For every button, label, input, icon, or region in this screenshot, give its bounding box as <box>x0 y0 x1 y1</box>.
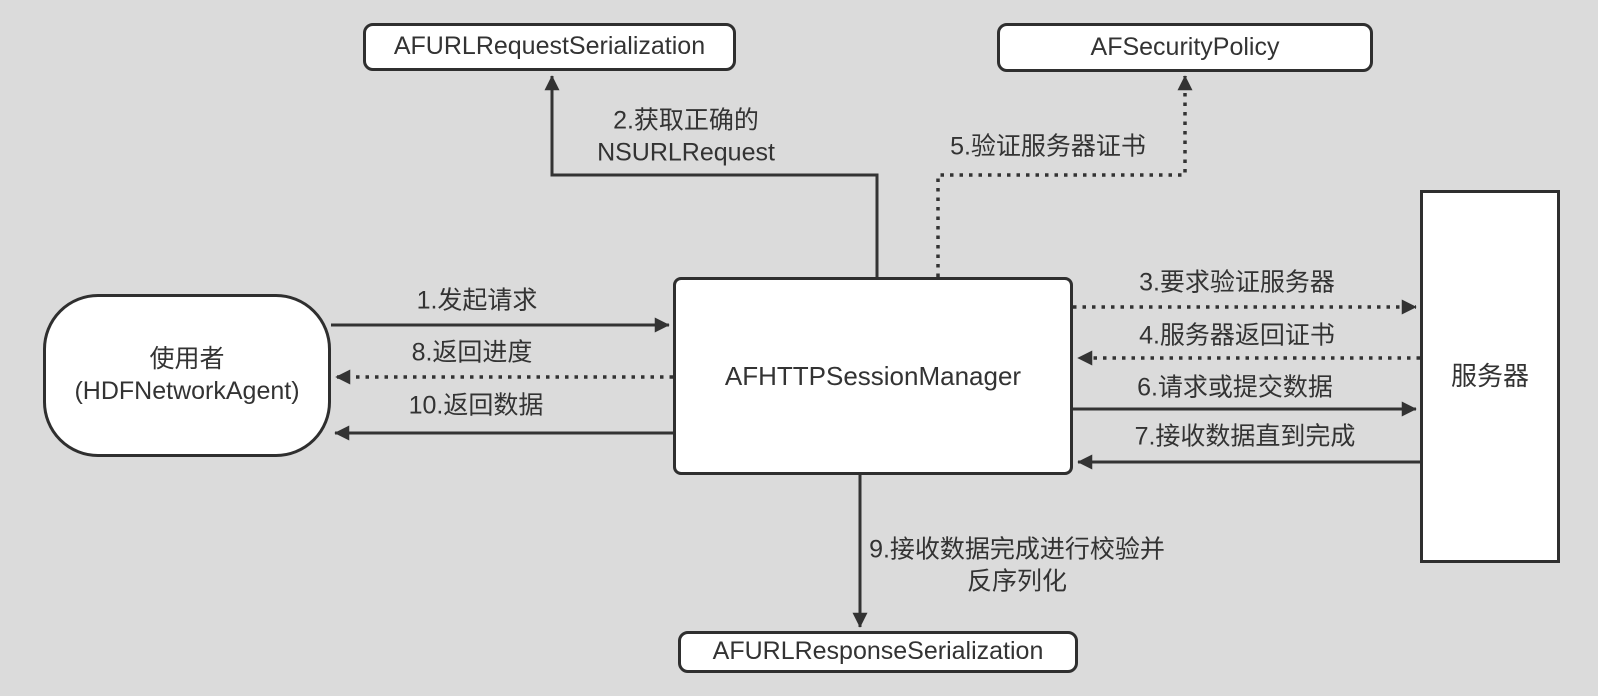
edge-label-step4: 4.服务器返回证书 <box>1139 321 1335 350</box>
node-request-serialization: AFURLRequestSerialization <box>363 23 736 71</box>
node-security-policy-label: AFSecurityPolicy <box>1090 32 1280 61</box>
node-session-manager: AFHTTPSessionManager <box>673 277 1073 475</box>
edge-label-step10: 10.返回数据 <box>408 391 544 420</box>
edge-label-step2-line1: 2.获取正确的 <box>613 106 759 135</box>
edge-label-step5: 5.验证服务器证书 <box>950 132 1146 161</box>
node-session-manager-label: AFHTTPSessionManager <box>724 360 1022 391</box>
node-user-label-line1: 使用者 <box>149 345 225 374</box>
edge-step5-line <box>936 75 1193 277</box>
edge-label-step9-line1: 9.接收数据完成进行校验并 <box>869 535 1165 564</box>
node-request-serialization-label: AFURLRequestSerialization <box>393 32 706 61</box>
node-server-label: 服务器 <box>1450 361 1529 392</box>
edge-step2-line <box>544 75 879 277</box>
node-response-serialization-label: AFURLResponseSerialization <box>712 637 1044 666</box>
node-server: 服务器 <box>1420 190 1560 563</box>
node-security-policy: AFSecurityPolicy <box>997 23 1373 72</box>
edge-label-step6: 6.请求或提交数据 <box>1137 373 1333 402</box>
edge-label-step3: 3.要求验证服务器 <box>1139 268 1335 297</box>
edge-label-step2: 2.获取正确的 NSURLRequest <box>597 106 775 169</box>
edge-label-step8: 8.返回进度 <box>411 338 533 367</box>
node-response-serialization: AFURLResponseSerialization <box>678 631 1078 673</box>
edge-label-step7: 7.接收数据直到完成 <box>1134 422 1356 451</box>
edge-label-step1: 1.发起请求 <box>416 286 538 315</box>
edge-label-step9-line2: 反序列化 <box>966 567 1068 595</box>
edge-label-step2-line2: NSURLRequest <box>597 138 775 166</box>
node-user-label-line2: (HDFNetworkAgent) <box>74 376 300 405</box>
edge-label-step9: 9.接收数据完成进行校验并 反序列化 <box>869 535 1165 598</box>
node-user: 使用者 (HDFNetworkAgent) <box>43 294 331 457</box>
